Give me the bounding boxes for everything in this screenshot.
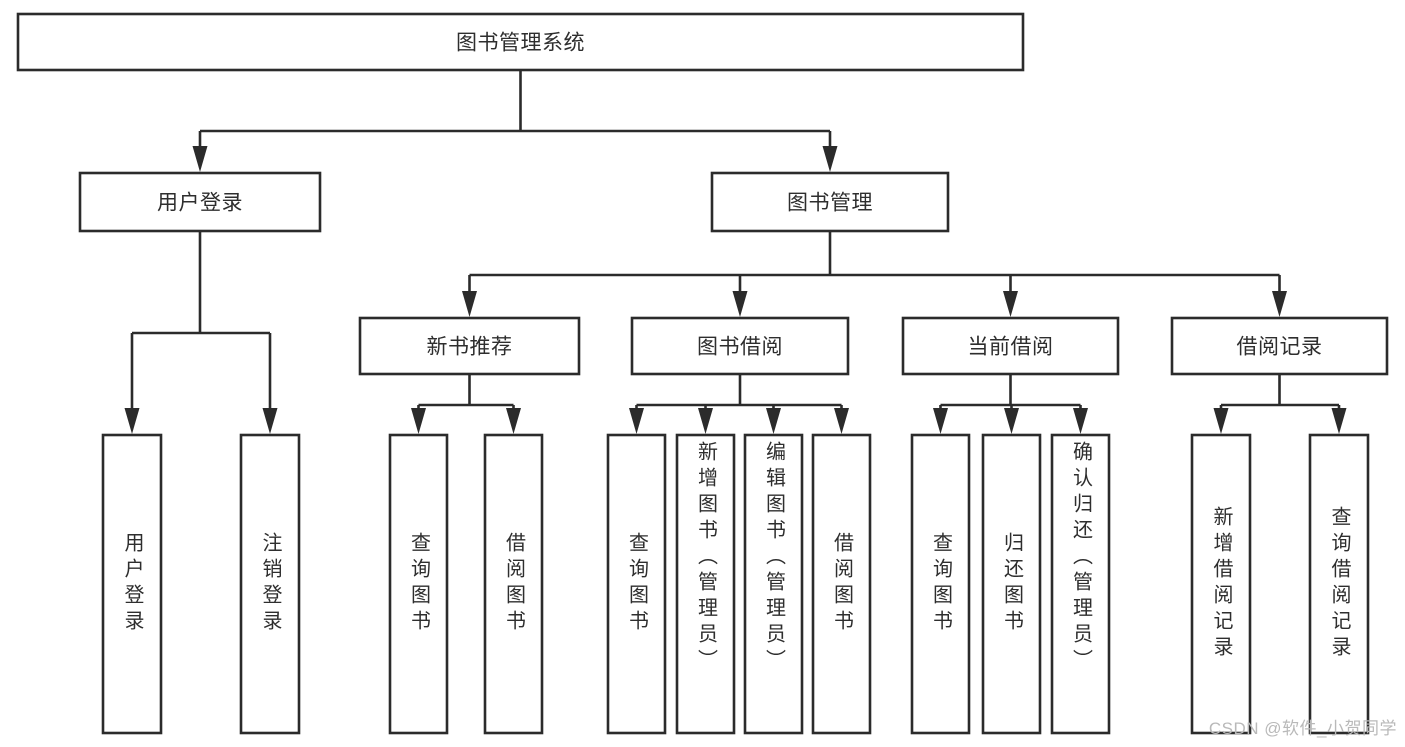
node-leaf-borrow-book-1[interactable] bbox=[483, 433, 544, 735]
node-label-new-book-recommend: 新书推荐 bbox=[427, 336, 513, 359]
node-leaf-confirm-return[interactable] bbox=[1050, 433, 1111, 735]
node-leaf-add-record[interactable] bbox=[1190, 433, 1252, 735]
connector-layer bbox=[124, 70, 1347, 434]
node-box-leaf-query-record bbox=[1308, 433, 1370, 735]
node-box-leaf-borrow-book-2 bbox=[811, 433, 872, 735]
node-box-leaf-query-book-2 bbox=[606, 433, 667, 735]
watermark-text: CSDN @软件_小贺同学 bbox=[1208, 719, 1397, 738]
node-box-new-book-recommend bbox=[358, 316, 581, 376]
node-box-leaf-query-book-1 bbox=[388, 433, 449, 735]
node-box-leaf-user-logout bbox=[239, 433, 301, 735]
node-box-leaf-add-record bbox=[1190, 433, 1252, 735]
node-book-management[interactable]: 图书管理 bbox=[710, 171, 950, 233]
node-box-leaf-add-book bbox=[675, 433, 736, 735]
node-label-book-borrow: 图书借阅 bbox=[697, 336, 783, 359]
node-book-borrow[interactable]: 图书借阅 bbox=[630, 316, 850, 376]
node-box-leaf-confirm-return bbox=[1050, 433, 1111, 735]
connector-edge-bb-to-leaves bbox=[629, 374, 849, 434]
node-leaf-borrow-book-2[interactable] bbox=[811, 433, 872, 735]
node-box-leaf-query-book-3 bbox=[910, 433, 971, 735]
node-new-book-recommend[interactable]: 新书推荐 bbox=[358, 316, 581, 376]
node-leaf-user-login[interactable] bbox=[101, 433, 163, 735]
node-leaf-query-book-2[interactable] bbox=[606, 433, 667, 735]
node-leaf-user-logout[interactable] bbox=[239, 433, 301, 735]
node-box-current-borrow bbox=[901, 316, 1120, 376]
connector-edge-cb-to-leaves bbox=[933, 374, 1088, 434]
node-box-book-borrow bbox=[630, 316, 850, 376]
node-label-book-management: 图书管理 bbox=[787, 192, 873, 215]
node-borrow-record[interactable]: 借阅记录 bbox=[1170, 316, 1389, 376]
connector-edge-bm-to-level3 bbox=[462, 231, 1287, 317]
node-box-leaf-borrow-book-1 bbox=[483, 433, 544, 735]
node-box-root bbox=[16, 12, 1025, 72]
node-label-root: 图书管理系统 bbox=[456, 32, 585, 55]
node-box-user-login bbox=[78, 171, 322, 233]
node-box-leaf-user-login bbox=[101, 433, 163, 735]
node-label-user-login: 用户登录 bbox=[157, 192, 243, 215]
connector-edge-ul-to-leaves bbox=[124, 231, 278, 434]
node-label-current-borrow: 当前借阅 bbox=[968, 336, 1054, 359]
node-leaf-add-book[interactable] bbox=[675, 433, 736, 735]
connector-edge-br-to-leaves bbox=[1213, 374, 1347, 434]
node-root[interactable]: 图书管理系统 bbox=[16, 12, 1025, 72]
node-current-borrow[interactable]: 当前借阅 bbox=[901, 316, 1120, 376]
node-label-borrow-record: 借阅记录 bbox=[1237, 336, 1323, 359]
node-user-login[interactable]: 用户登录 bbox=[78, 171, 322, 233]
node-leaf-query-book-3[interactable] bbox=[910, 433, 971, 735]
node-leaf-query-record[interactable] bbox=[1308, 433, 1370, 735]
connector-edge-root-to-level2 bbox=[192, 70, 838, 172]
node-leaf-return-book[interactable] bbox=[981, 433, 1042, 735]
node-leaf-query-book-1[interactable] bbox=[388, 433, 449, 735]
connector-edge-nbr-to-leaves bbox=[411, 374, 521, 434]
node-box-leaf-return-book bbox=[981, 433, 1042, 735]
node-box-leaf-edit-book bbox=[743, 433, 804, 735]
node-box-borrow-record bbox=[1170, 316, 1389, 376]
node-leaf-edit-book[interactable] bbox=[743, 433, 804, 735]
node-box-book-management bbox=[710, 171, 950, 233]
